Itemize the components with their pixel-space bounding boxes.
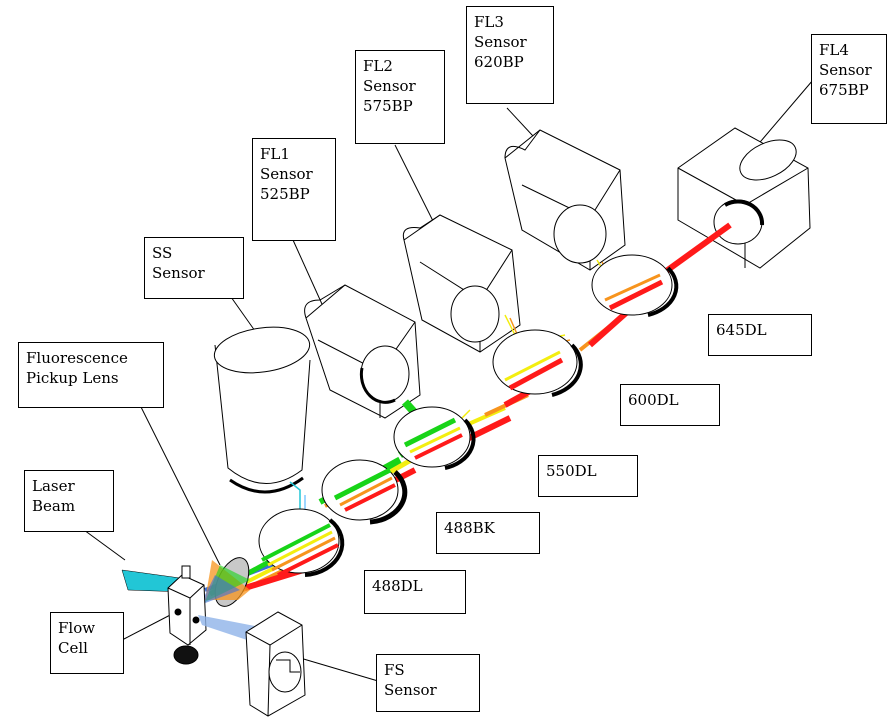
dl488-label: 488DL: [364, 570, 466, 614]
fl1-sensor-label: FL1 Sensor 525BP: [252, 138, 336, 241]
fs-sensor-housing: [246, 612, 305, 716]
fl4-sensor-label: FL4 Sensor 675BP: [811, 34, 887, 124]
laser-beam-label: Laser Beam: [24, 470, 114, 532]
fl2-sensor-housing: [403, 215, 520, 352]
fs-sensor-label: FS Sensor: [376, 654, 480, 712]
fl2-leader-line: [395, 145, 435, 225]
fluorescence-lens-label: Fluorescence Pickup Lens: [18, 342, 164, 408]
fl3-sensor-housing: [505, 130, 625, 270]
fl4-leader-line: [755, 80, 813, 148]
laser-leader-line: [84, 530, 125, 560]
flowcell-leader-line: [122, 612, 176, 640]
fl2-sensor-label: FL2 Sensor 575BP: [355, 50, 445, 144]
lens-leader-line: [140, 405, 220, 565]
dl550-label: 550DL: [538, 455, 638, 497]
ss-sensor-label: SS Sensor: [144, 237, 244, 299]
fl1-sensor-housing: [305, 285, 420, 418]
pickup-lens: [200, 553, 256, 612]
dl645-label: 645DL: [708, 314, 812, 356]
mirror-600dl: [493, 330, 577, 394]
flow-cell-label: Flow Cell: [50, 612, 124, 674]
dl600-label: 600DL: [620, 384, 720, 426]
fl3-sensor-label: FL3 Sensor 620BP: [466, 6, 554, 104]
bk488-label: 488BK: [436, 512, 540, 554]
ss-sensor-cylinder: [211, 322, 312, 492]
